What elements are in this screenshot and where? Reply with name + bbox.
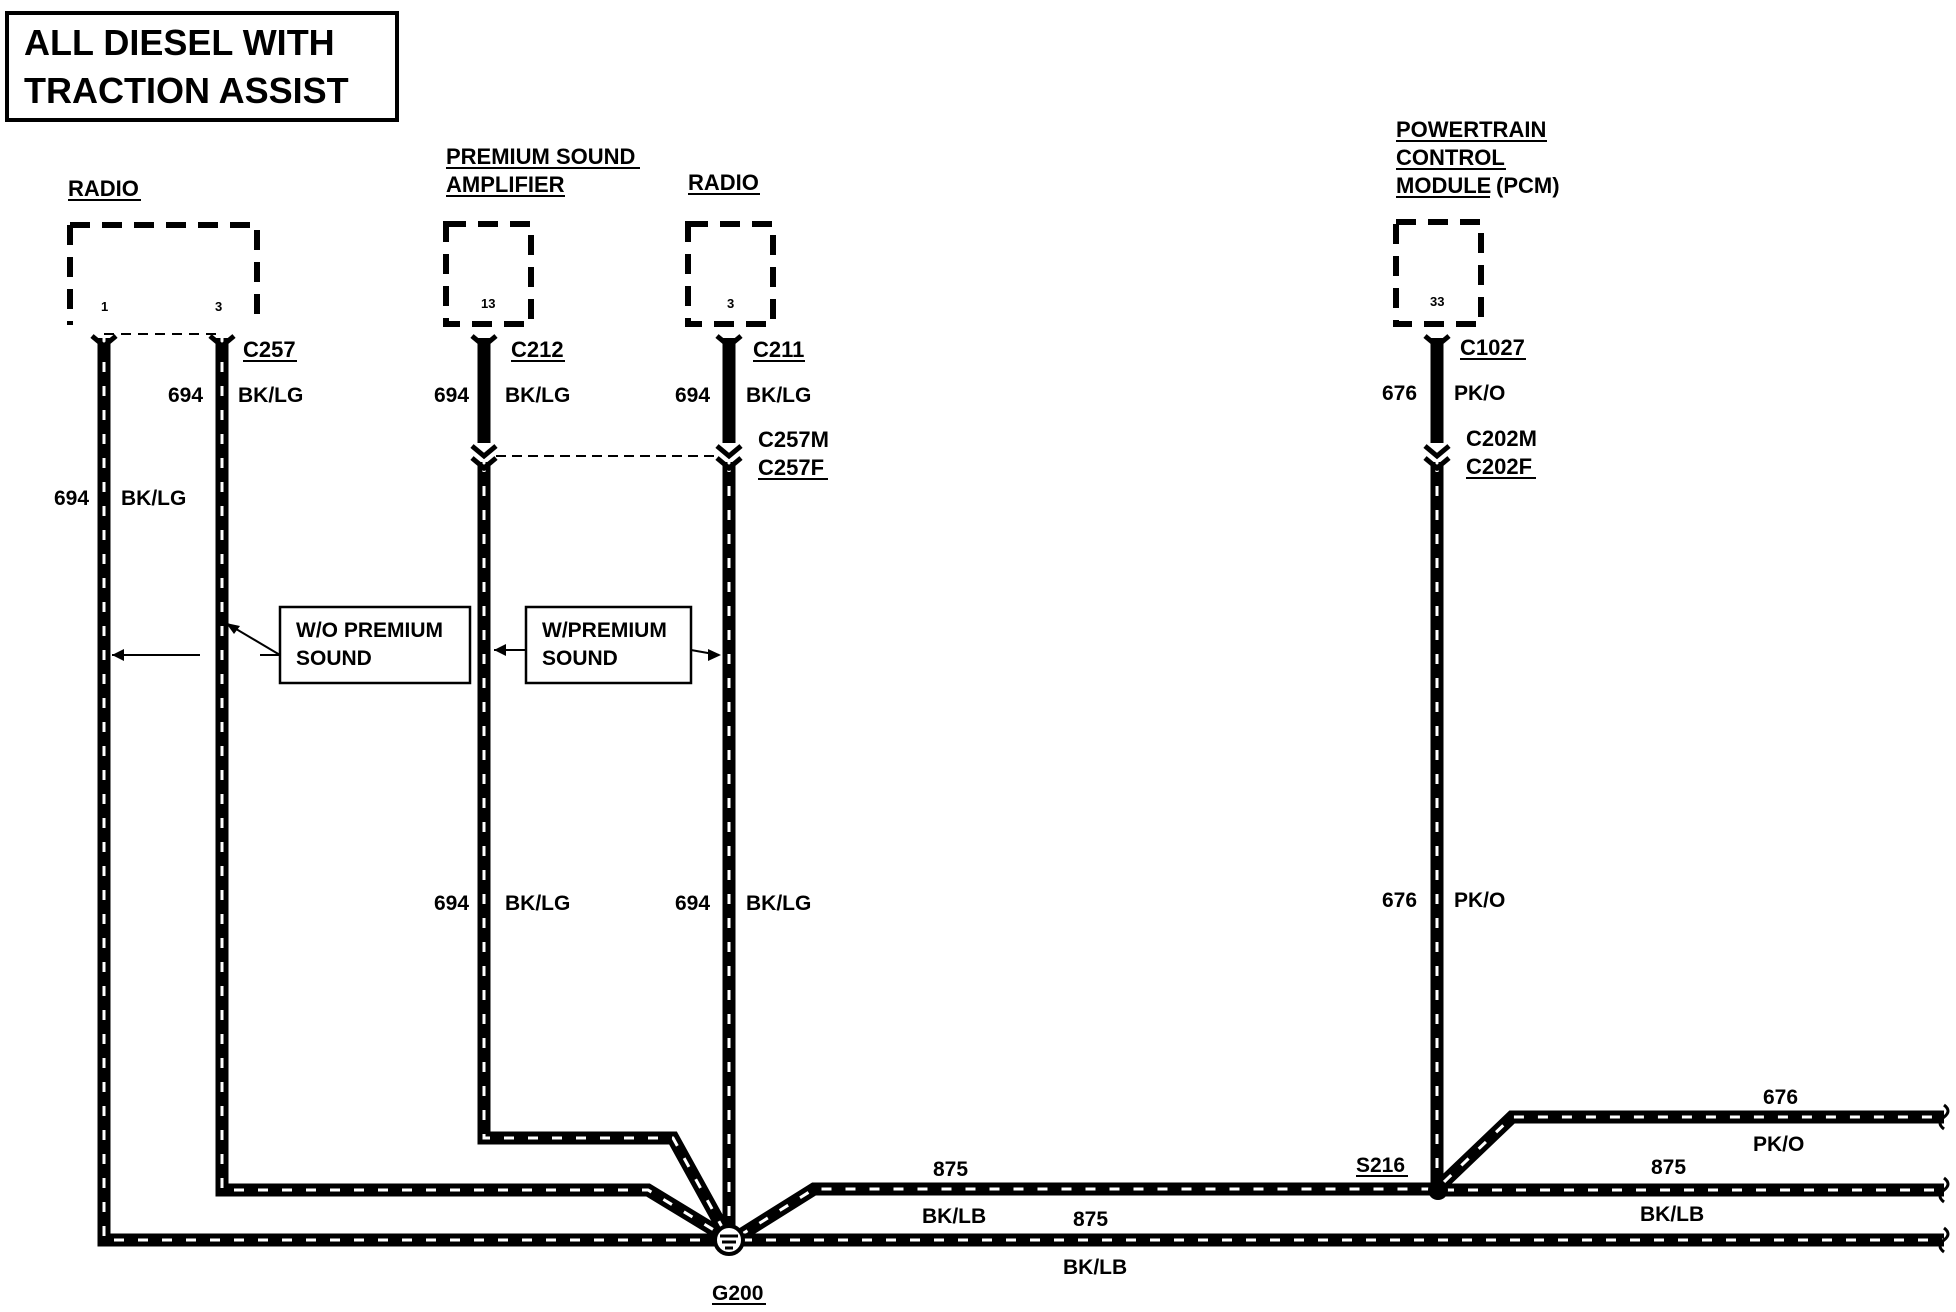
title-block: ALL DIESEL WITH TRACTION ASSIST [5,11,399,122]
radio-right-label: RADIO [688,170,759,195]
circuit-694-radio-pin3: 694 [168,384,203,407]
pcm-component: POWERTRAIN CONTROL MODULE (PCM) 33 C1027 [1393,117,1560,360]
note-with-premium: W/PREMIUM SOUND [494,605,721,685]
title-line-2: TRACTION ASSIST [24,70,349,111]
pcm-pin-33: 33 [1430,294,1444,309]
radio-right-pin-3: 3 [727,296,734,311]
pcm-label-suffix: (PCM) [1496,173,1560,198]
color-bklg-amp-bottom: BK/LG [505,892,570,915]
pcm-label-line-3: MODULE [1396,173,1491,198]
splice-s216 [1428,1180,1448,1200]
ground-g200 [713,1224,745,1256]
connector-c202m: C202M [1466,426,1537,451]
circuit-694-amp-top: 694 [434,384,469,407]
circuit-875-out: 875 [1651,1156,1686,1179]
circuit-676-pcm-bottom: 676 [1382,889,1417,912]
circuit-694-radio-pin1: 694 [54,487,89,510]
pcm-label-line-2: CONTROL [1396,145,1505,170]
circuit-labels: 694 BK/LG 694 BK/LG 694 BK/LG 694 BK/LG … [54,382,1804,1279]
wire-radio-pin1 [97,338,727,1247]
color-pko-out: PK/O [1753,1133,1804,1156]
pcm-label-line-1: POWERTRAIN [1396,117,1546,142]
circuit-694-radio-right-bottom: 694 [675,892,710,915]
note-without-premium: W/O PREMIUM SOUND [112,605,472,685]
color-bklb-out: BK/LB [1640,1203,1704,1226]
radio-left-pin-3: 3 [215,299,222,314]
note-without-premium-line-1: W/O PREMIUM [296,619,443,642]
circuit-676-out: 676 [1763,1086,1798,1109]
amplifier-label-line-2: AMPLIFIER [446,172,565,197]
amplifier-component: PREMIUM SOUND AMPLIFIER 13 C212 [443,144,640,362]
connector-c202f: C202F [1466,454,1532,479]
radio-left-pin-1: 1 [101,299,108,314]
circuit-694-radio-right-top: 694 [675,384,710,407]
connector-c1027: C1027 [1460,335,1525,360]
circuit-875-upper: 875 [933,1158,968,1181]
wire-875-to-s216 [735,1182,1436,1242]
color-bklb-upper: BK/LB [922,1205,986,1228]
color-pko-pcm-top: PK/O [1454,382,1505,405]
color-bklg-radio-right-bottom: BK/LG [746,892,811,915]
circuit-875-lower: 875 [1073,1208,1108,1231]
note-with-premium-line-2: SOUND [542,647,618,670]
continuation-marks [1938,1103,1950,1254]
title-line-1: ALL DIESEL WITH [24,22,335,63]
note-with-premium-line-1: W/PREMIUM [542,619,667,642]
connector-c257: C257 [243,337,296,362]
radio-left-label: RADIO [68,176,139,201]
radio-left-component: RADIO 1 3 C257 [67,176,297,362]
note-without-premium-line-2: SOUND [296,647,372,670]
ground-g200-label: G200 [712,1282,763,1305]
connector-c257f: C257F [758,455,824,480]
connector-c211: C211 [753,337,804,362]
splice-s216-label: S216 [1356,1154,1405,1177]
circuit-694-amp-bottom: 694 [434,892,469,915]
wire-radio-pin3 [215,338,731,1244]
amplifier-label-line-1: PREMIUM SOUND [446,144,635,169]
connector-c212: C212 [511,337,564,362]
color-bklg-radio-pin3: BK/LG [238,384,303,407]
color-bklb-lower: BK/LB [1063,1256,1127,1279]
color-bklg-amp-top: BK/LG [505,384,570,407]
amplifier-pin-13: 13 [481,296,495,311]
color-bklg-radio-right-top: BK/LG [746,384,811,407]
connector-c257m: C257M [758,427,829,452]
radio-right-component: RADIO 3 C211 [685,170,805,362]
wire-676-out [1439,1110,1944,1187]
terminal-marks [90,334,1451,472]
color-bklg-radio-pin1: BK/LG [121,487,186,510]
wire-amplifier-694 [477,338,733,1240]
color-pko-pcm-bottom: PK/O [1454,889,1505,912]
circuit-676-pcm-top: 676 [1382,382,1417,405]
